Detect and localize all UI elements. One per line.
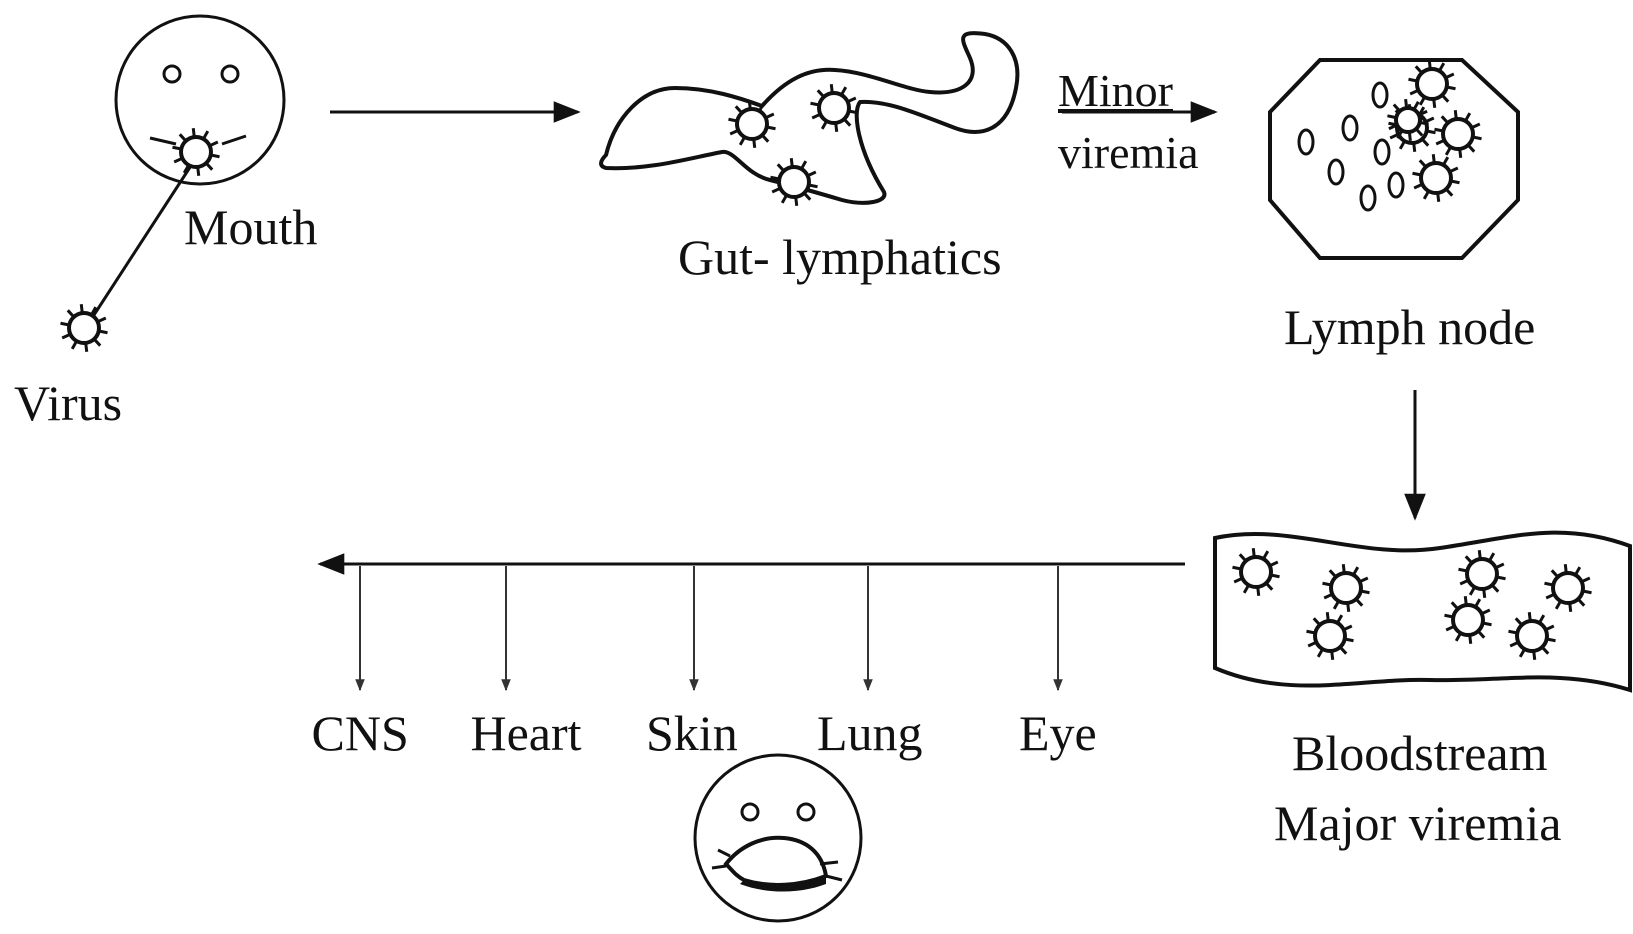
organ-label-eye: Eye (1019, 708, 1097, 758)
lymph-node-shape (1270, 60, 1518, 258)
virus-icon (172, 128, 219, 176)
virus-particles (60, 60, 1591, 660)
virus-icon (1434, 110, 1481, 158)
virus-icon (728, 100, 775, 148)
bloodstream-shape (1215, 533, 1630, 690)
organ-label-lung: Lung (817, 708, 923, 758)
virus-icon (1544, 564, 1591, 612)
mouth-label: Mouth (184, 202, 317, 252)
organ-label-cns: CNS (312, 708, 409, 758)
virus-icon (1408, 60, 1455, 108)
virus-icon (60, 304, 107, 352)
minor-viremia-label-line1: Minor (1058, 68, 1173, 114)
virus-icon (1412, 154, 1459, 202)
virus-icon (1444, 596, 1491, 644)
gut-lymphatics-label: Gut- lymphatics (678, 232, 1002, 282)
minor-viremia-label-line2: viremia (1058, 130, 1199, 176)
virus-icon (1508, 612, 1555, 660)
bloodstream-label: Bloodstream (1292, 728, 1548, 778)
virus-icon (1458, 550, 1505, 598)
organ-label-heart: Heart (471, 708, 582, 758)
lymph-node-label: Lymph node (1284, 302, 1535, 352)
virus-label: Virus (14, 378, 122, 428)
virus-icon (1306, 612, 1353, 660)
virus-icon (810, 84, 857, 132)
virus-icon (1322, 564, 1369, 612)
organ-label-skin: Skin (646, 708, 738, 758)
sick-face-icon (695, 755, 861, 921)
organ-arrows (360, 566, 1058, 690)
virus-icon (770, 158, 817, 206)
entry-line (92, 158, 196, 318)
lymph-cells (1299, 83, 1403, 210)
virus-icon (1232, 548, 1279, 596)
major-viremia-label: Major viremia (1274, 798, 1561, 848)
